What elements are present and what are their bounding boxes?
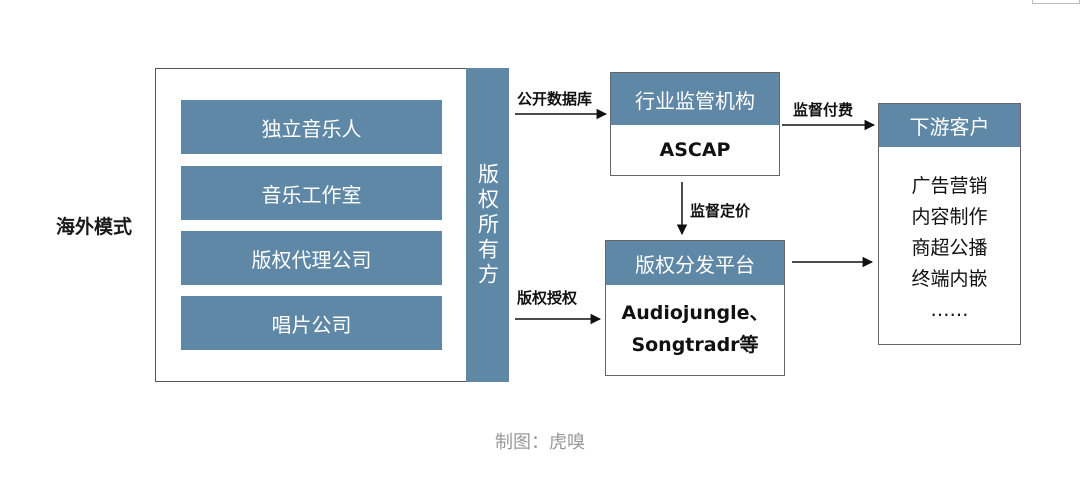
owner-copyright-agency: 版权代理公司 <box>181 231 442 285</box>
edge-label-copyright-license: 版权授权 <box>517 289 578 307</box>
customers-title: 下游客户 <box>879 104 1020 147</box>
customer-item: 终端内嵌 <box>911 268 988 290</box>
regulator-body: ASCAP <box>659 139 731 161</box>
customer-item: …… <box>930 299 969 321</box>
platform-body: Audiojungle、 Songtradr等 <box>606 285 784 373</box>
image-caption: 制图：虎嗅 <box>495 432 585 453</box>
platform-card: 版权分发平台 Audiojungle、 Songtradr等 <box>605 240 785 376</box>
regulator-card: 行业监管机构 ASCAP <box>610 72 780 176</box>
edge-label-public-db: 公开数据库 <box>517 90 593 108</box>
platform-title: 版权分发平台 <box>606 241 784 285</box>
customer-item: 商超公播 <box>911 237 988 259</box>
owner-music-studio: 音乐工作室 <box>181 166 442 220</box>
platform-body-line1: Audiojungle、 <box>621 302 769 324</box>
customer-item: 内容制作 <box>911 206 988 228</box>
overseas-model-label: 海外模式 <box>56 216 133 238</box>
edge-label-supervise-price: 监督定价 <box>690 202 751 220</box>
owner-independent-musician: 独立音乐人 <box>181 100 442 154</box>
customers-card: 下游客户 广告营销 内容制作 商超公播 终端内嵌 …… <box>878 103 1021 345</box>
rights-holder-label: 版权所有方 <box>475 162 500 288</box>
edge-label-supervise-pay: 监督付费 <box>793 101 854 119</box>
rights-holder-bar: 版权所有方 <box>466 68 509 382</box>
customer-item: 广告营销 <box>911 175 988 197</box>
regulator-title: 行业监管机构 <box>611 73 779 125</box>
customers-list: 广告营销 内容制作 商超公播 终端内嵌 …… <box>879 147 1020 351</box>
owner-record-label: 唱片公司 <box>181 296 442 350</box>
platform-body-line2: Songtradr等 <box>631 334 759 356</box>
